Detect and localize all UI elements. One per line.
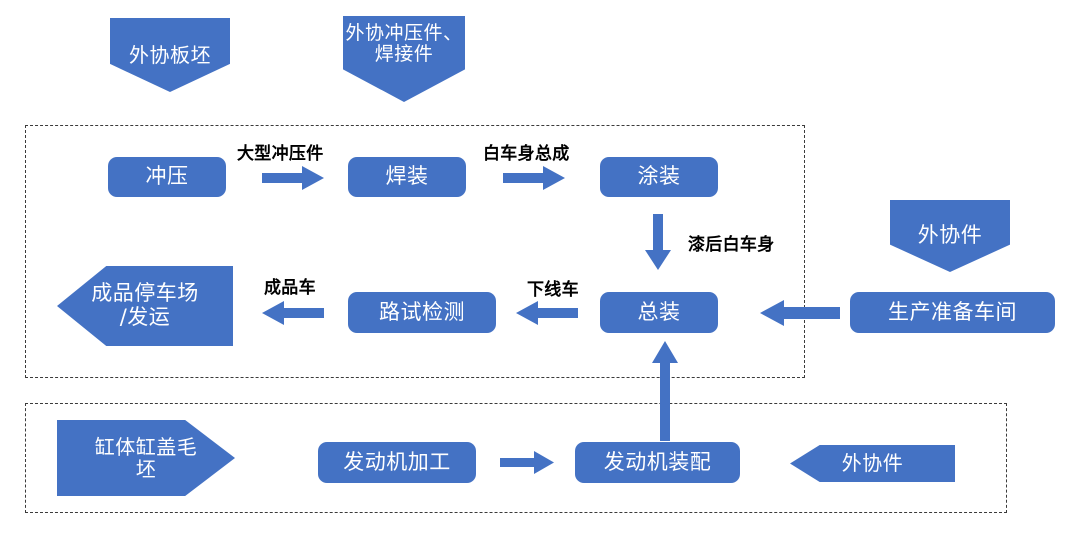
edge-label-roadtest-to-parking: 成品车 <box>264 278 316 298</box>
edge-label-stamping-to-welding: 大型冲压件 <box>237 144 324 164</box>
input-outsourced-parts-bottom[interactable]: 外协件 <box>790 445 955 482</box>
input-outsourced-stamping-welding[interactable]: 外协冲压件、 焊接件 <box>343 16 465 102</box>
edge-label-assembly-to-roadtest: 下线车 <box>527 280 579 300</box>
engine-shop-boundary <box>25 403 1007 513</box>
input-outsourced-blank[interactable]: 外协板坯 <box>110 18 230 92</box>
arrow-roadtest-to-parking <box>262 301 324 325</box>
arrow-painting-to-assembly <box>645 214 671 270</box>
arrow-assembly-to-roadtest <box>516 301 578 325</box>
node-painting[interactable]: 涂装 <box>600 157 718 197</box>
node-welding[interactable]: 焊装 <box>348 157 466 197</box>
node-stamping[interactable]: 冲压 <box>108 157 226 197</box>
arrow-machining-to-engine-assembly <box>500 451 554 474</box>
node-road-test[interactable]: 路试检测 <box>348 292 496 333</box>
edge-label-painting-to-assembly: 漆后白车身 <box>688 235 775 255</box>
arrow-prep-to-assembly <box>760 300 840 326</box>
main-shop-boundary <box>25 125 805 378</box>
arrow-stamping-to-welding <box>262 166 324 190</box>
node-engine-machining[interactable]: 发动机加工 <box>318 442 476 483</box>
input-outsourced-parts-right[interactable]: 外协件 <box>890 200 1010 272</box>
edge-label-welding-to-painting: 白车身总成 <box>483 144 570 164</box>
node-production-prep[interactable]: 生产准备车间 <box>850 292 1055 333</box>
arrow-engine-to-assembly <box>652 341 678 441</box>
node-final-assembly[interactable]: 总装 <box>600 292 718 333</box>
node-engine-assembly[interactable]: 发动机装配 <box>575 442 740 483</box>
arrow-welding-to-painting <box>503 166 565 190</box>
